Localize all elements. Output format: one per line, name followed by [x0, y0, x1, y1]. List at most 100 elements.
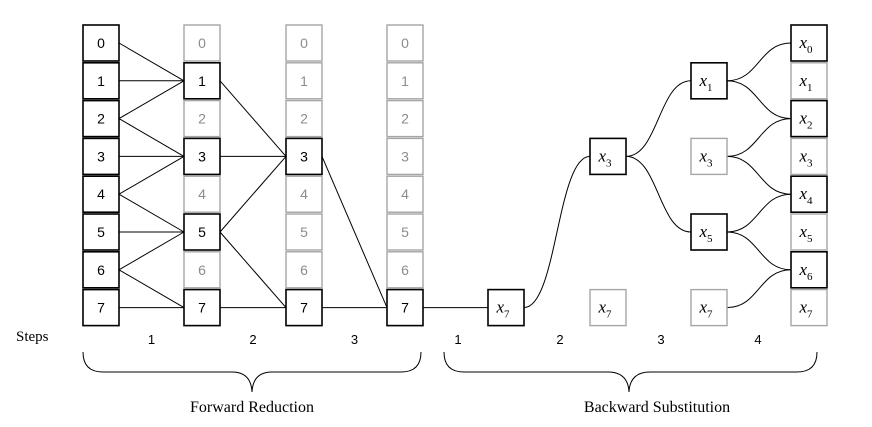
forward-cell: 1 — [82, 61, 120, 100]
forward-node-label: 1 — [198, 73, 206, 89]
backward-cell: x7 — [790, 288, 828, 327]
backward-node-box — [790, 99, 828, 138]
forward-node-label: 7 — [198, 300, 206, 316]
forward-node-box-faded — [386, 213, 424, 251]
backward-node-box-faded — [790, 288, 828, 327]
backward-node-subscript: 2 — [807, 120, 813, 132]
forward-cell: 7 — [386, 288, 424, 327]
forward-cell: 1 — [285, 62, 323, 100]
forward-cell: 3 — [82, 137, 120, 176]
forward-node-box-faded — [285, 99, 323, 138]
backward-cell: x3 — [589, 137, 627, 176]
backward-step-number: 2 — [556, 332, 563, 347]
backward-curve — [726, 42, 792, 82]
backward-cell: x5 — [690, 213, 728, 251]
forward-cell: 0 — [82, 24, 120, 62]
backward-substitution-brace — [443, 351, 818, 393]
forward-cell: 7 — [82, 288, 120, 327]
backward-node-box — [690, 61, 728, 100]
forward-edge — [219, 156, 287, 233]
backward-node-box-faded — [790, 213, 828, 251]
forward-node-box-faded — [386, 24, 424, 62]
forward-node-box — [82, 288, 120, 327]
backward-node-box-faded — [690, 288, 728, 327]
forward-cell: 4 — [386, 175, 424, 213]
forward-node-box-faded — [183, 175, 221, 213]
forward-cell: 4 — [183, 175, 221, 213]
forward-edge — [118, 80, 185, 120]
forward-node-box-faded — [386, 175, 424, 213]
backward-node-subscript: 7 — [707, 309, 713, 321]
backward-cell: x2 — [790, 99, 828, 138]
backward-node-subscript: 5 — [707, 233, 713, 245]
backward-node-subscript: 4 — [807, 195, 813, 207]
backward-step-number: 1 — [454, 332, 461, 347]
backward-node-box — [790, 24, 828, 62]
forward-node-box — [183, 288, 221, 327]
forward-node-box-faded — [386, 62, 424, 100]
backward-node-box — [790, 251, 828, 289]
backward-curve — [726, 231, 792, 271]
forward-node-label: 3 — [300, 148, 308, 164]
forward-node-box — [285, 288, 323, 327]
backward-curve — [726, 80, 792, 120]
forward-cell: 4 — [285, 175, 323, 213]
backward-cell: x3 — [690, 137, 728, 176]
forward-node-label: 1 — [300, 73, 308, 89]
backward-node-box-faded — [790, 62, 828, 100]
backward-cell: x7 — [690, 288, 728, 327]
backward-cell: x6 — [790, 251, 828, 289]
forward-cell: 0 — [183, 24, 221, 62]
forward-edge — [118, 231, 185, 271]
forward-cell: 7 — [285, 288, 323, 327]
forward-node-box-faded — [183, 251, 221, 289]
backward-node-box — [690, 213, 728, 251]
backward-cell: x7 — [589, 288, 627, 327]
forward-node-label: 2 — [198, 111, 206, 127]
backward-curve — [726, 118, 792, 157]
forward-cell: 2 — [285, 99, 323, 138]
backward-curve — [726, 193, 792, 233]
forward-node-box-faded — [285, 24, 323, 62]
forward-cell: 1 — [183, 61, 221, 100]
forward-node-label: 2 — [97, 111, 105, 127]
forward-reduction-label: Forward Reduction — [190, 399, 314, 416]
forward-cell: 6 — [386, 251, 424, 289]
backward-node-box — [487, 288, 525, 327]
forward-node-box — [183, 213, 221, 251]
forward-node-box — [386, 288, 424, 327]
forward-node-box — [183, 137, 221, 176]
forward-node-box-faded — [183, 99, 221, 138]
forward-cell: 6 — [183, 251, 221, 289]
forward-cell: 3 — [285, 137, 323, 176]
forward-edge — [219, 80, 287, 157]
forward-node-box-faded — [386, 137, 424, 176]
forward-edge — [118, 155, 185, 195]
forward-node-box-faded — [285, 213, 323, 251]
forward-cell: 0 — [285, 24, 323, 62]
forward-cell: 5 — [82, 213, 120, 251]
forward-node-label: 0 — [401, 35, 409, 51]
forward-node-box-faded — [285, 62, 323, 100]
forward-node-label: 4 — [401, 186, 409, 202]
forward-edge — [118, 118, 185, 157]
backward-node-subscript: 0 — [807, 44, 813, 56]
backward-node-subscript: 3 — [707, 157, 713, 169]
forward-node-label: 6 — [300, 262, 308, 278]
forward-node-label: 7 — [401, 300, 409, 316]
edges-layer — [118, 42, 792, 309]
forward-cell: 2 — [183, 99, 221, 138]
forward-edge — [118, 42, 185, 82]
forward-cell: 6 — [82, 251, 120, 289]
backward-step-number: 3 — [657, 332, 664, 347]
forward-node-box — [285, 137, 323, 176]
forward-edge — [321, 156, 388, 308]
backward-node-subscript: 3 — [606, 157, 612, 169]
backward-node-subscript: 3 — [807, 157, 813, 169]
forward-step-number: 2 — [249, 332, 256, 347]
backward-curve — [726, 269, 792, 309]
forward-cell: 5 — [386, 213, 424, 251]
forward-cell: 5 — [285, 213, 323, 251]
